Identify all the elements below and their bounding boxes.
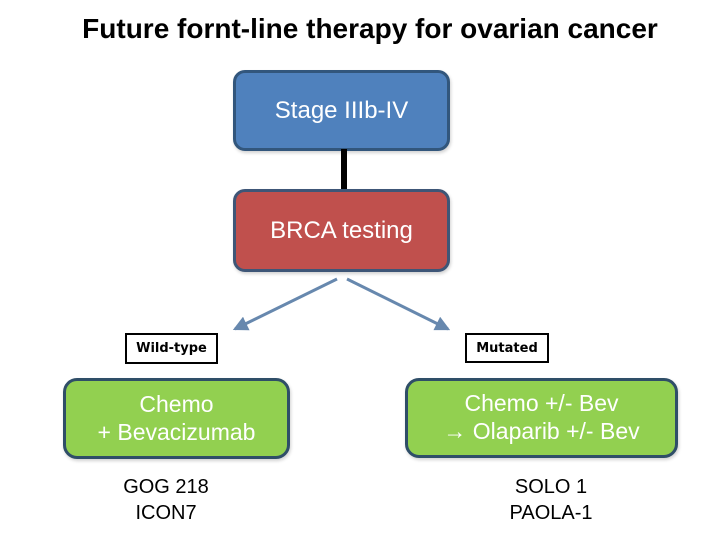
slide-title: Future fornt-line therapy for ovarian ca… [82,13,658,44]
mutated-trial-line1: SOLO 1 [514,476,588,498]
mutated-outcome-line1: Chemo +/- Bev [464,390,619,417]
mutated-outcome-text: Chemo +/- Bev → Olaparib +/- Bev [443,390,639,445]
mutated-label: Mutated [476,340,538,356]
mutated-outcome-box: Chemo +/- Bev → Olaparib +/- Bev [405,378,678,458]
wild-type-outcome-line2: + Bevacizumab [97,418,256,445]
branch-arrow-left-icon [232,277,338,331]
wild-type-label-box: Wild-type [125,333,218,364]
brca-box: BRCA testing [233,189,450,272]
stage-box-label: Stage IIIb-IV [274,96,409,124]
wild-type-outcome-box: Chemo + Bevacizumab [63,378,290,459]
wild-type-outcome-text: Chemo + Bevacizumab [98,391,256,446]
wild-type-label: Wild-type [136,341,207,356]
mutated-trial-line2: PAOLA-1 [509,502,593,524]
mutated-outcome-line2: → Olaparib +/- Bev [443,418,640,444]
stage-box: Stage IIIb-IV [233,70,450,151]
mutated-label-box: Mutated [465,333,549,363]
wild-type-trials: GOG 218 ICON7 [56,474,276,526]
wild-type-outcome-line1: Chemo [139,390,214,417]
wild-type-trial-line2: ICON7 [135,502,197,524]
mutated-trials: SOLO 1 PAOLA-1 [441,474,661,526]
branch-arrow-right-icon [346,277,451,331]
brca-box-label: BRCA testing [270,216,413,244]
connector-line [341,149,347,192]
wild-type-trial-line1: GOG 218 [123,476,209,498]
